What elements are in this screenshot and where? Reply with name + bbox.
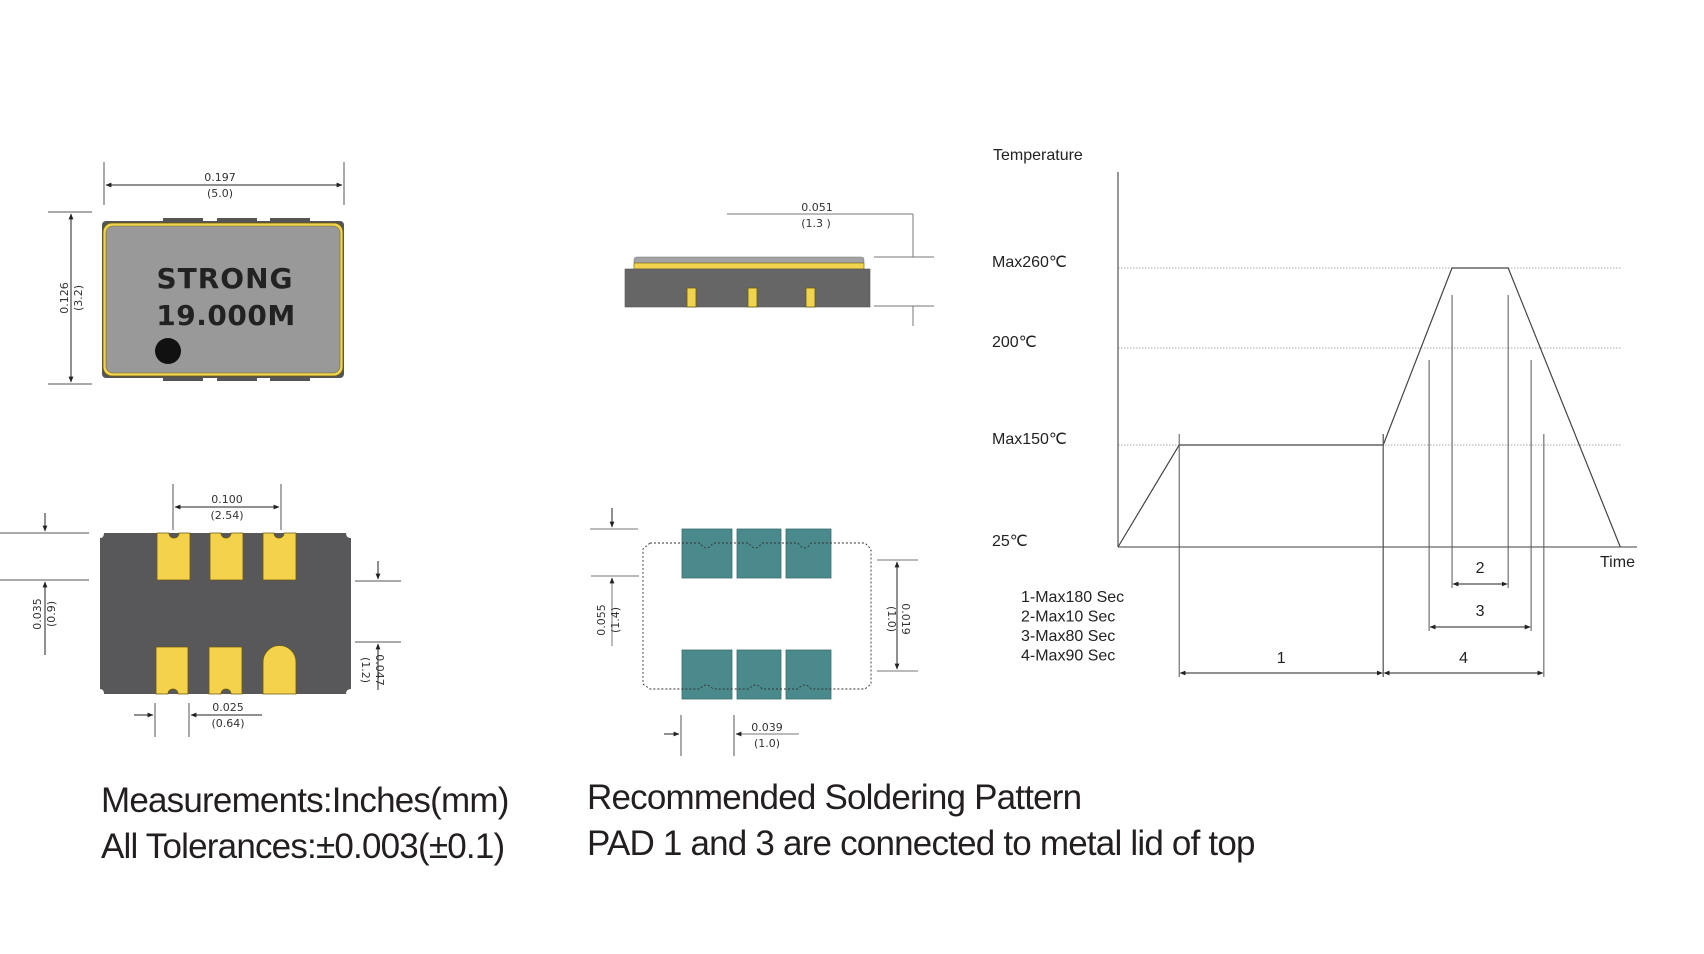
pitch-mm-label: (2.54) [210,509,243,522]
solder-pad [785,528,832,579]
pad-length-inch-label: 0.047 [373,654,386,686]
solder-pad [681,528,733,579]
side-height-inch-label: 0.051 [801,201,833,214]
y-tick-label: 25℃ [992,533,1028,550]
component-outline [642,542,872,690]
pattern-gap-mm-label: (1.0) [885,606,898,632]
pad-length-mm-label: (1.2) [359,657,372,683]
pin1-indicator-dot [155,338,181,364]
soldering-pattern-title: Recommended Soldering Pattern [587,778,1082,817]
pattern-pad-length-mm-label: (1.4) [609,607,622,633]
solder-pad [681,649,733,700]
reflow-profile-chart: Temperature Time Max260℃ 200℃ Max150℃ 25℃ 1… [992,147,1637,677]
bottom-pad [156,532,191,581]
brand-marking: STRONG [156,262,293,295]
top-view: 0.197 (5.0) 0.126 (3.2) STRONG 19.000M [48,162,345,385]
legend-entry: 3-Max80 Sec [1021,628,1115,645]
solder-pad [736,649,782,700]
x-axis-label: Time [1600,554,1635,571]
bottom-pad [262,532,297,581]
frequency-marking: 19.000M [156,299,295,332]
side-terminal [686,287,697,308]
pad-connection-note: PAD 1 and 3 are connected to metal lid o… [587,824,1255,863]
height-inch-label: 0.126 [58,282,71,314]
width-inch-label: 0.197 [204,171,236,184]
legend-entry: 2-Max10 Sec [1021,609,1115,626]
width-mm-label: (5.0) [207,187,233,200]
lid-seal [633,262,865,270]
y-tick-label: Max260℃ [992,254,1067,271]
interval-label: 2 [1476,560,1485,577]
side-terminal [747,287,758,308]
bottom-pad [208,646,243,695]
chip-top-body [102,218,344,381]
pattern-pad-length-inch-label: 0.055 [595,604,608,636]
y-tick-label: 200℃ [992,334,1037,351]
interval-label: 1 [1277,650,1286,667]
solder-pad [785,649,832,700]
side-height-mm-label: (1.3 ) [801,217,831,230]
height-mm-label: (3.2) [72,285,85,311]
temperature-profile-line [1117,267,1621,548]
pattern-gap-inch-label: 0.019 [899,603,912,635]
side-body [624,268,871,308]
pattern-pad-width-inch-label: 0.039 [751,721,783,734]
measurement-units-caption: Measurements:Inches(mm) [101,781,509,820]
gap-inch-label: 0.035 [31,598,44,630]
side-view: 0.051 (1.3 ) [624,201,934,326]
pad-width-mm-label: (0.64) [211,717,244,730]
tolerances-caption: All Tolerances:±0.003(±0.1) [101,827,505,866]
pad-width-inch-label: 0.025 [212,701,244,714]
side-terminal [805,287,816,308]
solder-pad [736,528,782,579]
pitch-inch-label: 0.100 [211,493,243,506]
legend-entry: 4-Max90 Sec [1021,648,1115,665]
interval-label: 3 [1476,603,1485,620]
pattern-pad-width-mm-label: (1.0) [754,737,780,750]
y-axis-label: Temperature [993,147,1083,164]
interval-label: 4 [1459,650,1468,667]
soldering-pattern: 0.055 (1.4) 0.019 (1.0) 0.039 (1.0) [590,508,918,756]
bottom-pad [209,532,244,581]
legend-entry: 1-Max180 Sec [1021,589,1124,606]
bottom-view: 0.100 (2.54) 0.035 (0.9) 0.047 (1.2) 0.0… [0,484,401,737]
bottom-pad [155,646,189,695]
bottom-pad-pin1-rounded [262,645,297,695]
y-tick-label: Max150℃ [992,431,1067,448]
gap-mm-label: (0.9) [45,601,58,627]
